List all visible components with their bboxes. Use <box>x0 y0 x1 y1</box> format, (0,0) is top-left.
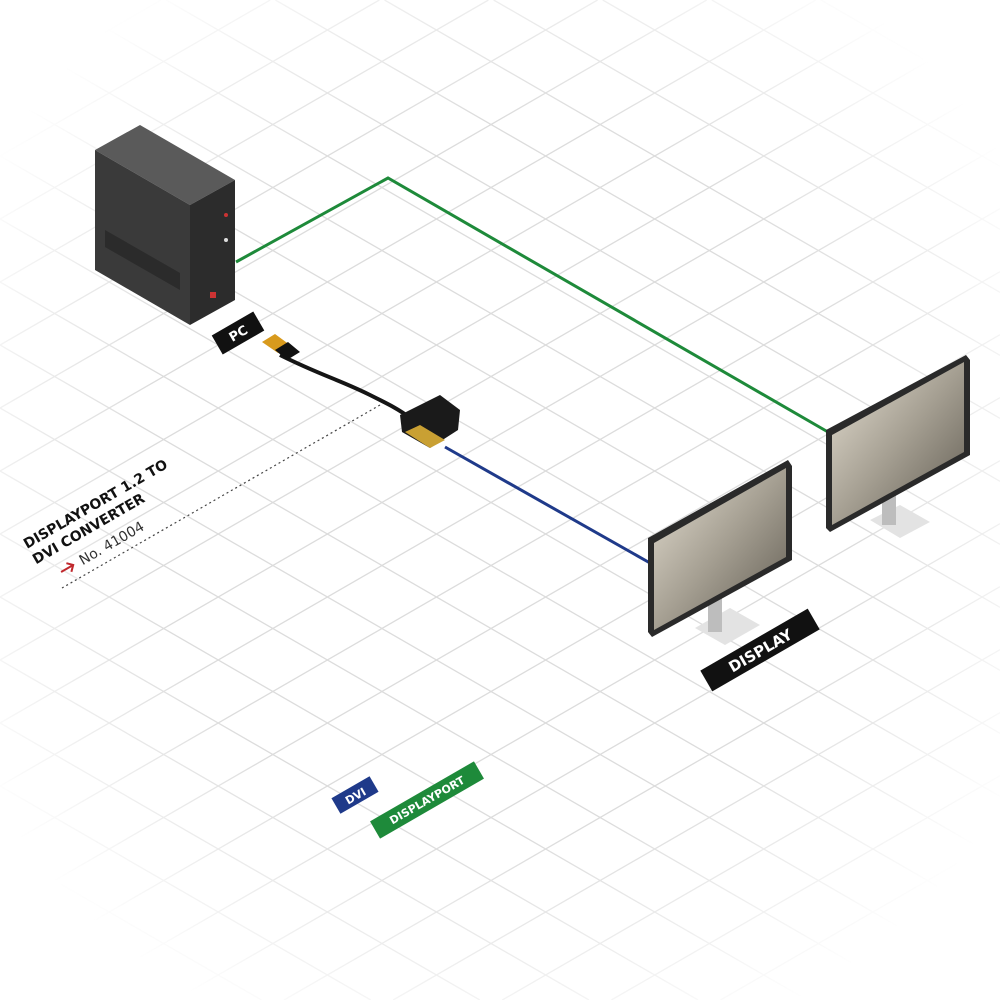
grid-line <box>0 19 1000 598</box>
pc-tower <box>95 125 235 325</box>
grid-line <box>392 649 1000 1000</box>
leader-line <box>61 404 381 589</box>
displayport-to-dvi-converter <box>262 334 460 448</box>
grid-line <box>0 0 708 409</box>
grid-line <box>283 586 1000 1000</box>
grid-line <box>929 0 1000 41</box>
product-label: DISPLAYPORT 1.2 TO DVI CONVERTER No. 410… <box>21 457 171 573</box>
grid-line <box>174 523 1000 1000</box>
grid-line <box>0 0 817 472</box>
grid-line <box>0 0 380 220</box>
grid-line <box>0 848 262 1000</box>
grid-line <box>602 0 1000 230</box>
grid-line <box>384 0 1000 356</box>
grid-line <box>165 0 1000 482</box>
grid-line <box>0 0 489 283</box>
grid-line <box>0 281 1000 860</box>
grid-line <box>0 911 153 1000</box>
grid-line <box>0 218 1000 797</box>
grid-line <box>0 0 271 157</box>
grid-line <box>0 533 808 1000</box>
grid-line <box>0 0 162 94</box>
grid-line <box>501 712 1000 1000</box>
grid-line <box>0 659 590 1000</box>
grid-line <box>0 271 1000 850</box>
pc-label: PC <box>211 311 265 355</box>
grid-line <box>0 344 1000 923</box>
monitor-front <box>648 460 792 645</box>
grid-line <box>0 785 371 1000</box>
grid-line <box>65 460 1000 1000</box>
grid-line <box>0 145 1000 724</box>
arrow-icon <box>60 562 75 573</box>
grid-line <box>493 0 1000 293</box>
grid-line <box>0 0 926 535</box>
grid-line <box>711 0 1000 167</box>
grid-line <box>0 0 53 31</box>
grid-line <box>938 964 1000 1000</box>
grid-line <box>0 722 481 1000</box>
monitor-back <box>826 355 970 538</box>
dvi-cable <box>444 445 651 565</box>
grid-line <box>720 838 1000 1000</box>
displayport-cable <box>235 176 829 434</box>
product-title-line1: DISPLAYPORT 1.2 TO <box>21 457 171 553</box>
grid-line <box>0 407 1000 986</box>
grid-line <box>820 0 1000 104</box>
grid-line <box>0 82 1000 661</box>
legend-dvi: DVI <box>331 776 379 814</box>
grid-line <box>275 0 1000 419</box>
grid-line <box>0 208 1000 787</box>
grid-line <box>829 901 1000 1000</box>
grid-line <box>0 0 598 346</box>
legend-displayport: DISPLAYPORT <box>370 761 484 839</box>
grid-line <box>611 775 1000 1000</box>
grid-line <box>0 974 44 1000</box>
